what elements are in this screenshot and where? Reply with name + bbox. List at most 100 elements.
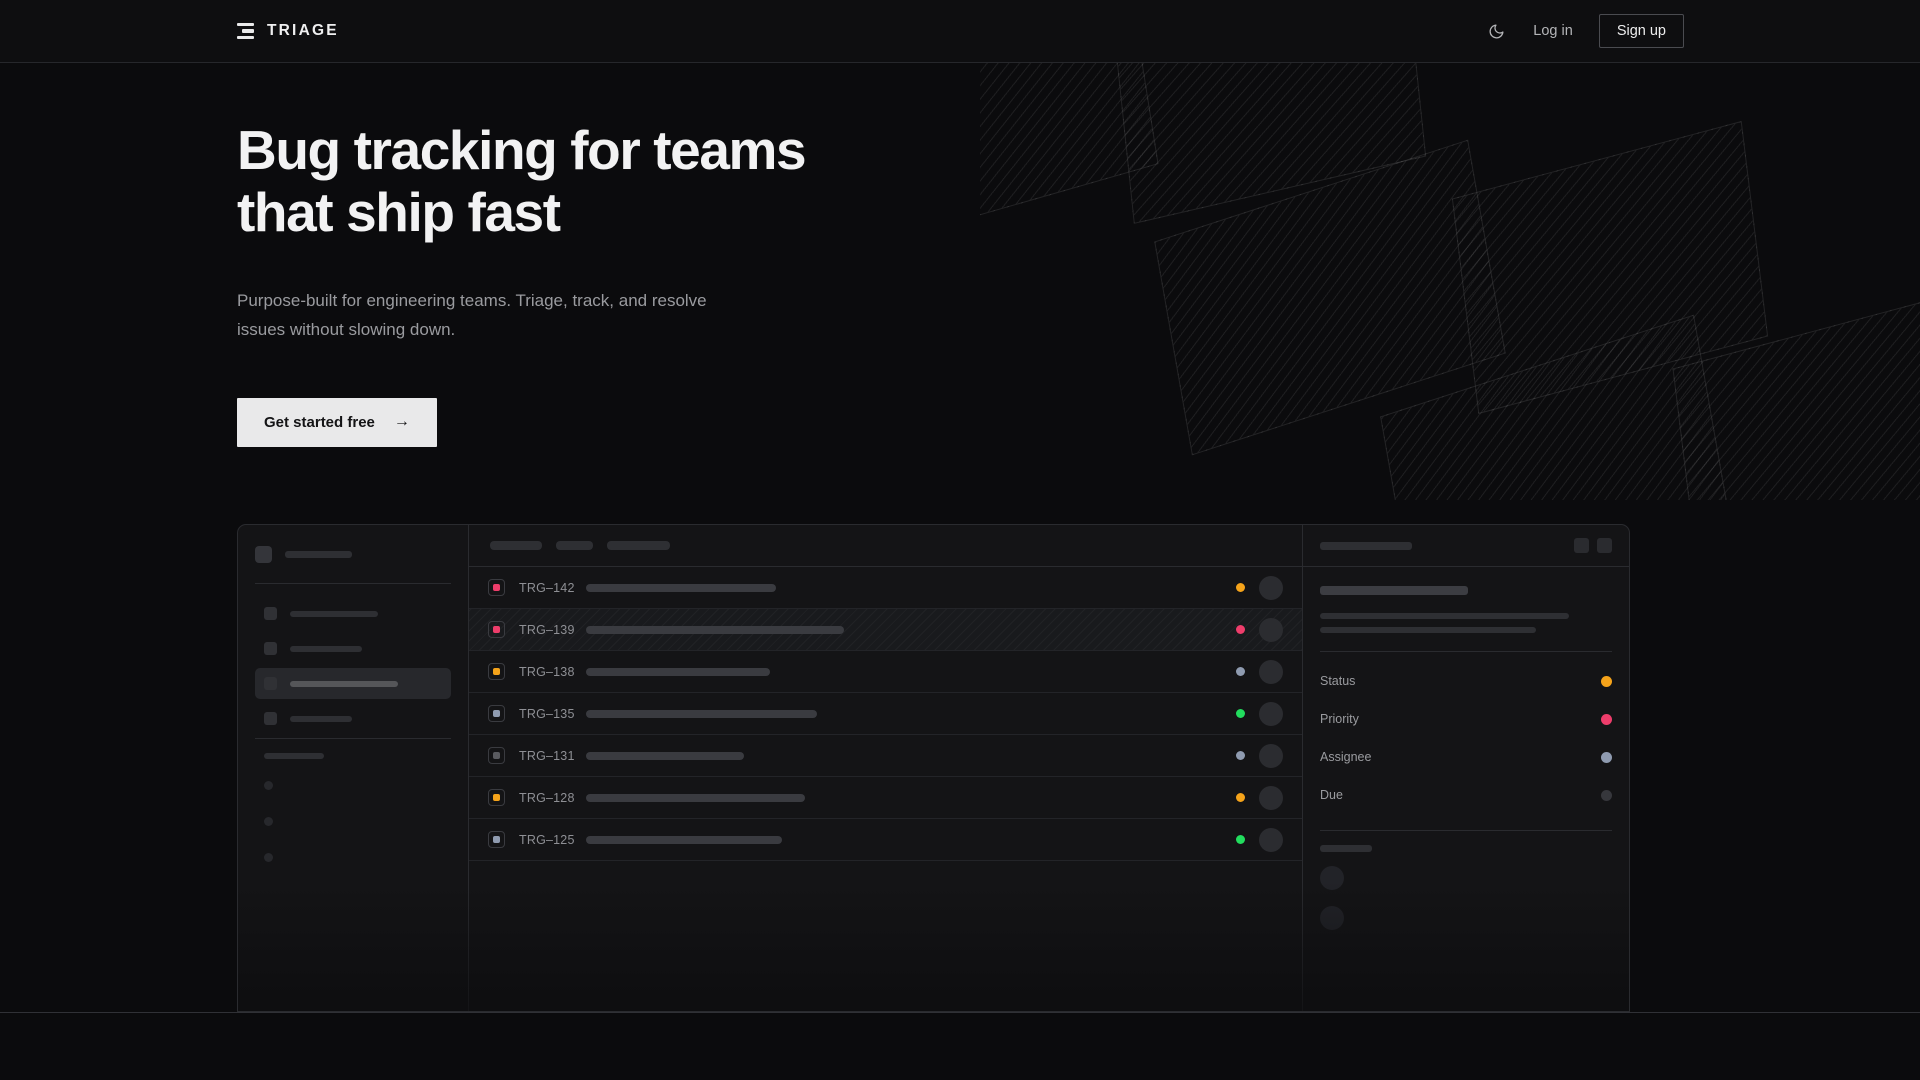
- issue-title-placeholder: [586, 835, 782, 844]
- sidebar-divider-bottom: [255, 738, 451, 739]
- issue-title-placeholder: [586, 793, 805, 802]
- issue-id: TRG–128: [519, 790, 575, 805]
- issue-id: TRG–139: [519, 622, 575, 637]
- sidebar-item-nav-item-3[interactable]: [255, 668, 451, 699]
- detail-footer-divider: [1320, 830, 1612, 831]
- detail-action-1-icon[interactable]: [1574, 538, 1589, 553]
- detail-meta-value-dot: [1601, 751, 1612, 763]
- status-badge: [1236, 709, 1245, 718]
- row-meta: [1236, 701, 1283, 726]
- sidebar-item-icon: [264, 642, 277, 655]
- workspace-name-placeholder: [285, 551, 352, 558]
- priority-icon[interactable]: [488, 621, 505, 638]
- table-row[interactable]: TRG–139: [469, 609, 1302, 651]
- ribbon-shape-6: [1672, 290, 1920, 500]
- sidebar-item-nav-item-1[interactable]: [255, 598, 451, 629]
- status-badge: [1236, 835, 1245, 844]
- sidebar-sub-dot-icon: [264, 816, 273, 826]
- priority-icon[interactable]: [488, 705, 505, 722]
- workspace-switcher[interactable]: [255, 546, 451, 583]
- ribbon-shape-4: [1451, 120, 1769, 415]
- stacked-bars-icon: [237, 22, 254, 40]
- workspace-avatar: [255, 546, 272, 563]
- detail-meta-status[interactable]: Status: [1320, 662, 1612, 700]
- ribbon-shape-1: [980, 30, 1159, 256]
- toolbar-control-2[interactable]: [556, 541, 593, 550]
- ribbon-shape-3: [1154, 139, 1506, 456]
- detail-breadcrumb-placeholder: [1320, 541, 1412, 550]
- detail-body-line-1: [1320, 613, 1569, 619]
- priority-icon[interactable]: [488, 579, 505, 596]
- table-row[interactable]: TRG–125: [469, 819, 1302, 861]
- toolbar-control-3[interactable]: [607, 541, 670, 550]
- sidebar-item-nav-item-4[interactable]: [255, 703, 451, 734]
- detail-meta-due[interactable]: Due: [1320, 776, 1612, 814]
- moon-icon[interactable]: [1485, 20, 1507, 42]
- hero-section: Bug tracking for teams that ship fast Pu…: [237, 119, 937, 447]
- detail-meta-assignee[interactable]: Assignee: [1320, 738, 1612, 776]
- detail-meta-value-dot: [1601, 713, 1612, 725]
- table-row[interactable]: TRG–138: [469, 651, 1302, 693]
- sidebar-sub-item-1[interactable]: [255, 767, 451, 803]
- sidebar-sub-dot-icon: [264, 852, 273, 862]
- list-toolbar: [469, 525, 1302, 567]
- section-divider: [0, 1012, 1920, 1013]
- issue-id: TRG–142: [519, 580, 575, 595]
- mockup-sidebar: [238, 525, 469, 1011]
- signup-button[interactable]: Sign up: [1598, 14, 1684, 48]
- sidebar-sub-item-2[interactable]: [255, 803, 451, 839]
- table-row[interactable]: TRG–131: [469, 735, 1302, 777]
- top-navigation-bar: TRIAGE Log in Sign up: [0, 0, 1920, 63]
- issue-id: TRG–125: [519, 832, 575, 847]
- priority-icon[interactable]: [488, 789, 505, 806]
- row-meta: [1236, 659, 1283, 684]
- table-row[interactable]: TRG–142: [469, 567, 1302, 609]
- detail-action-2-icon[interactable]: [1597, 538, 1612, 553]
- hero-subheading: Purpose-built for engineering teams. Tri…: [237, 291, 707, 340]
- sidebar-sub-item-3[interactable]: [255, 839, 451, 875]
- status-badge: [1236, 625, 1245, 634]
- detail-activity-avatar-1: [1320, 866, 1344, 890]
- row-meta: [1236, 575, 1283, 600]
- status-badge: [1236, 751, 1245, 760]
- sidebar-item-icon: [264, 607, 277, 620]
- detail-meta-label: Status: [1320, 674, 1356, 688]
- priority-icon[interactable]: [488, 831, 505, 848]
- table-row[interactable]: TRG–135: [469, 693, 1302, 735]
- detail-body-line-2: [1320, 627, 1536, 633]
- toolbar-control-1[interactable]: [490, 541, 542, 550]
- detail-meta-value-dot: [1601, 675, 1612, 687]
- priority-icon[interactable]: [488, 747, 505, 764]
- detail-meta-value-dot: [1601, 789, 1612, 801]
- login-link[interactable]: Log in: [1533, 23, 1573, 39]
- status-badge: [1236, 793, 1245, 802]
- detail-meta-priority[interactable]: Priority: [1320, 700, 1612, 738]
- row-meta: [1236, 743, 1283, 768]
- cta-label: Get started free: [264, 413, 375, 431]
- detail-title-placeholder: [1320, 586, 1468, 595]
- sidebar-item-icon: [264, 712, 277, 725]
- sidebar-nav-list: [255, 598, 451, 734]
- table-row[interactable]: TRG–128: [469, 777, 1302, 819]
- row-meta: [1236, 617, 1283, 642]
- detail-description-placeholder: [1320, 613, 1612, 633]
- avatar: [1259, 617, 1283, 642]
- priority-icon[interactable]: [488, 663, 505, 680]
- detail-activity-avatar-2: [1320, 906, 1344, 930]
- avatar: [1259, 701, 1283, 726]
- sidebar-item-icon: [264, 677, 277, 690]
- detail-meta-label: Assignee: [1320, 750, 1372, 764]
- brand-logo[interactable]: TRIAGE: [237, 22, 339, 40]
- detail-header-actions: [1574, 538, 1612, 553]
- status-badge: [1236, 667, 1245, 676]
- issue-title-placeholder: [586, 667, 770, 676]
- sidebar-item-nav-item-2[interactable]: [255, 633, 451, 664]
- sidebar-item-label-placeholder: [290, 610, 378, 617]
- decorative-ribbons: [980, 30, 1920, 500]
- get-started-button[interactable]: Get started free →: [237, 397, 437, 447]
- row-meta: [1236, 827, 1283, 852]
